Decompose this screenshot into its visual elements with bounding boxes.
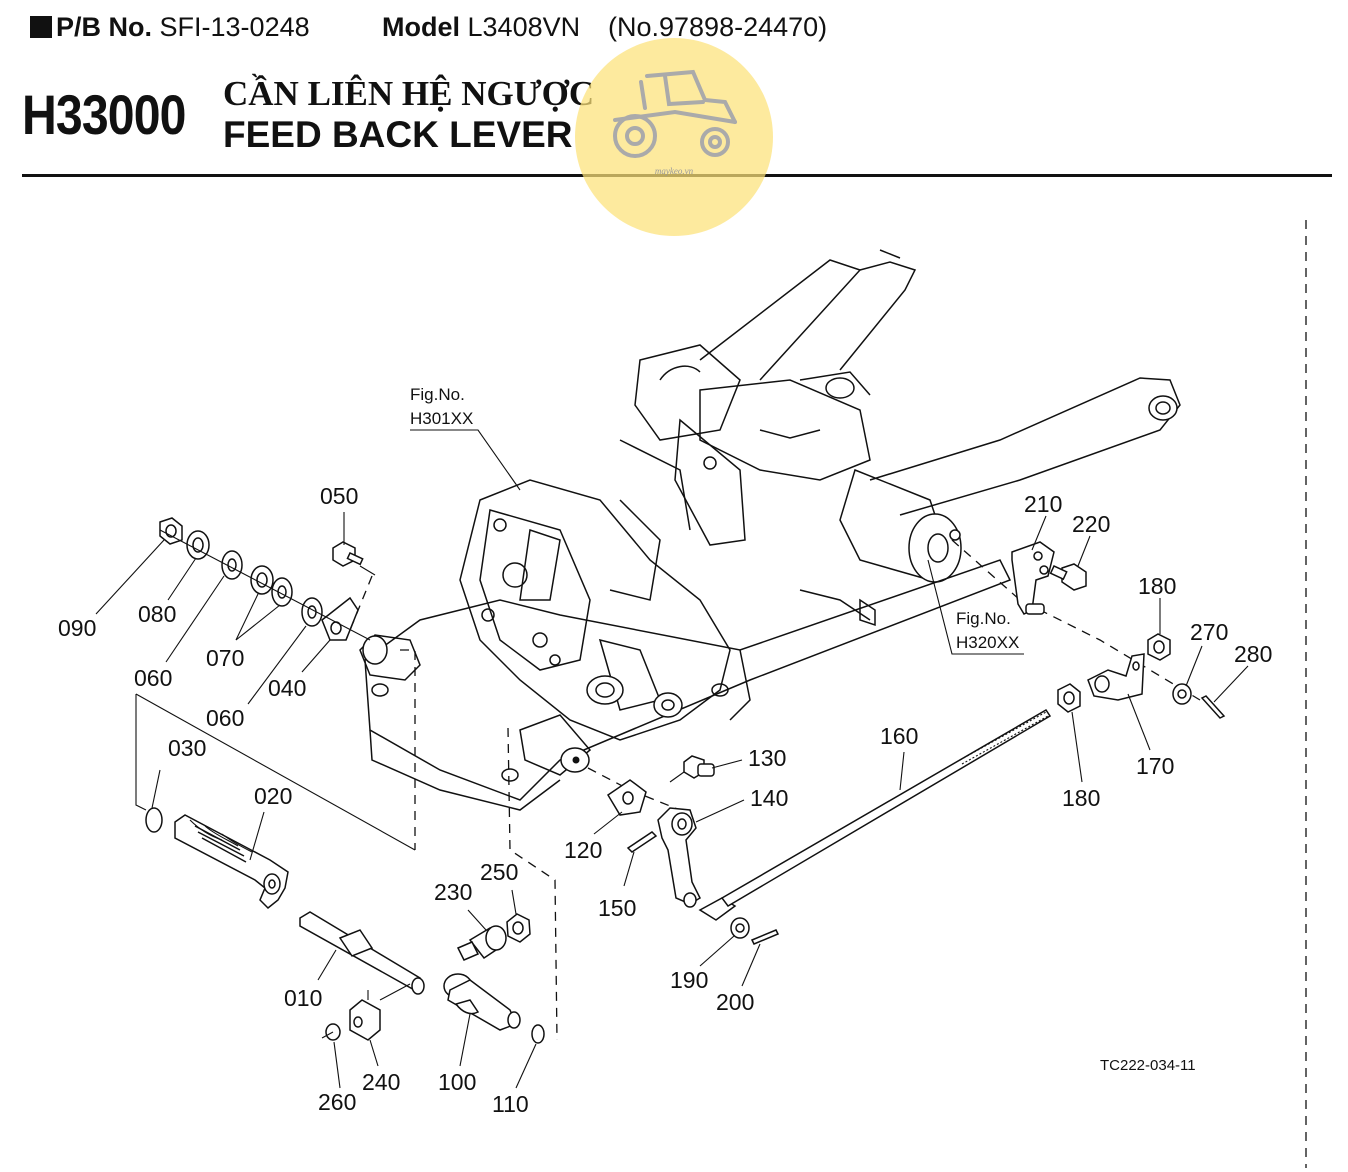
lever-shaft-assembly: [145, 807, 545, 1044]
model-value: L3408VN: [467, 12, 581, 42]
part-label-060-a: 060: [134, 665, 172, 691]
part-label-270: 270: [1190, 619, 1228, 645]
part-label-230: 230: [434, 879, 472, 905]
fig-ref-leader-1: [410, 429, 521, 491]
part-label-080: 080: [138, 601, 176, 627]
pb-value: SFI-13-0248: [159, 12, 310, 42]
part-label-070: 070: [206, 645, 244, 671]
fig-ref-code-2: H320XX: [956, 633, 1019, 652]
part-label-040: 040: [268, 675, 306, 701]
part-label-130: 130: [748, 745, 786, 771]
part-label-020: 020: [254, 783, 292, 809]
part-label-140: 140: [750, 785, 788, 811]
part-label-260: 260: [318, 1089, 356, 1115]
part-label-110: 110: [492, 1091, 529, 1117]
serial-number: (No.97898-24470): [608, 12, 828, 42]
part-label-250: 250: [480, 859, 518, 885]
fig-ref-code-1: H301XX: [410, 409, 473, 428]
part-label-280: 280: [1234, 641, 1272, 667]
part-label-090: 090: [58, 615, 96, 641]
part-label-180-b: 180: [1062, 785, 1100, 811]
part-label-160: 160: [880, 723, 918, 749]
tractor-icon: [613, 69, 737, 158]
part-label-190: 190: [670, 967, 708, 993]
part-label-120: 120: [564, 837, 602, 863]
assembly-line-170: [951, 539, 1201, 701]
watermark-text: maykeo.vn: [654, 166, 694, 176]
assembly-line-120: [587, 767, 681, 811]
bracket-line-left: [135, 694, 147, 811]
model-info: Model L3408VN: [382, 12, 580, 43]
fig-ref-leader-2: [927, 559, 1024, 655]
part-label-030: 030: [168, 735, 206, 761]
hydraulic-housing: [359, 249, 1181, 811]
washer-stack: [159, 517, 376, 641]
part-label-060-b: 060: [206, 705, 244, 731]
part-label-220: 220: [1072, 511, 1110, 537]
part-label-050: 050: [320, 483, 358, 509]
part-label-180-a: 180: [1138, 573, 1176, 599]
feedback-lever-parts: [606, 708, 1052, 945]
group-code: H33000: [22, 83, 186, 146]
model-label: Model: [382, 12, 460, 42]
assembly-line-right: [507, 727, 558, 1041]
part-label-150: 150: [598, 895, 636, 921]
part-label-210: 210: [1024, 491, 1062, 517]
part-label-100: 100: [438, 1069, 476, 1095]
leader-lines: [95, 512, 1249, 1089]
part-label-170: 170: [1136, 753, 1174, 779]
square-bullet-icon: [30, 16, 52, 38]
fig-ref-label-1: Fig.No.: [410, 385, 465, 404]
right-linkage-parts: [1011, 541, 1226, 719]
assembly-line-050: [345, 575, 373, 641]
drawing-code: TC222-034-11: [1100, 1057, 1196, 1074]
title-english: FEED BACK LEVER: [223, 114, 573, 155]
fig-ref-label-2: Fig.No.: [956, 609, 1011, 628]
part-label-010: 010: [284, 985, 322, 1011]
bracket-line-diagonal: [135, 693, 416, 851]
assembly-line-left: [400, 649, 416, 850]
title-vietnamese: CẦN LIÊN HỆ NGƯỢC: [223, 74, 595, 113]
pb-number: P/B No. SFI-13-0248: [30, 12, 310, 43]
pb-label: P/B No.: [56, 12, 153, 42]
part-label-200: 200: [716, 989, 754, 1015]
part-label-240: 240: [362, 1069, 400, 1095]
watermark-logo: maykeo.vn: [575, 38, 773, 236]
